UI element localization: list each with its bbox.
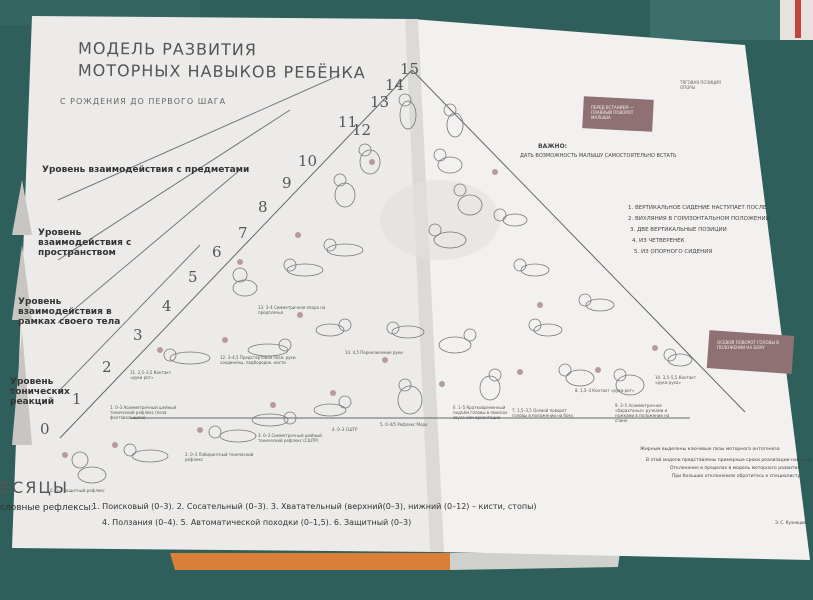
rule-3: 3. ДВЕ ВЕРТИКАЛЬНЫЕ ПОЗИЦИИ — [630, 227, 727, 233]
footer-note-3: Отклонение в пределах в модель моторного… — [670, 466, 801, 471]
caption-14: 14. 4,5 Переключение руки — [345, 350, 403, 355]
baby-illustrations — [71, 93, 693, 484]
poster-subtitle: С РОЖДЕНИЯ ДО ПЕРВОГО ШАГА — [60, 97, 227, 106]
caption-7: 7. 1,5–3,5 Осевой поворот головы в полож… — [512, 408, 574, 418]
title-line-2: МОТОРНЫХ НАВЫКОВ РЕБЁНКА — [77, 60, 366, 83]
caption-10: 10. 3,5–5,5 Контакт «рука-рука» — [655, 375, 697, 385]
right-header: ТЯГОВАЯ ПОЗИЦИЯ ОПОРЫ — [680, 80, 721, 90]
caption-6: 6. 1–5 Кратковременный подъём головы в п… — [453, 405, 508, 420]
reflexes-line-1: 1. Поисковый (0–3). 2. Сосательный (0–3)… — [92, 502, 537, 511]
reflexes-line-2: 4. Ползания (0–4). 5. Автоматической пох… — [102, 518, 412, 527]
reflexes-label: словные рефлексы: — [0, 503, 94, 513]
caption-0: 0. 0–3 Защитный рефлекс — [50, 488, 105, 493]
rule-1: 1. ВЕРТИКАЛЬНОЕ СИДЕНИЕ НАСТУПАЕТ ПОСЛЕ — [628, 205, 767, 211]
caption-2: 2. 0–3 Лабиринтный тонический рефлекс — [185, 452, 254, 462]
footer-note-4: При больших отклонениях обратитесь к спе… — [672, 474, 801, 479]
step-number-6: 6 — [212, 243, 222, 261]
author: Э. С. Кузнецова — [775, 520, 809, 525]
caption-13: 13. 3–4 Симметричная опора на предплечья — [258, 305, 326, 315]
level-tonic: Уровень тонических реакций — [10, 377, 70, 407]
right-box-1: ПЕРЕД ВСТАНИЕМ — ПЛАВНЫЙ ПОВОРОТ МАЛЫША — [591, 105, 634, 120]
title-line-1: МОДЕЛЬ РАЗВИТИЯ — [78, 38, 257, 60]
footer-note-2: В этой модели представлены примерные сро… — [646, 458, 812, 463]
caption-3: 3. 0–3 Симметричный шейный тонический ре… — [258, 433, 322, 443]
rule-5: 5. ИЗ ОПОРНОГО СИДЕНИЯ — [634, 249, 713, 255]
step-number-9: 9 — [282, 174, 292, 192]
rule-4: 4. ИЗ ЧЕТВЕРЕНЕК — [632, 238, 685, 244]
pyramid-lines — [59, 69, 746, 439]
rule-2: 2. ВИХЛЯНИЯ В ГОРИЗОНТАЛЬНОМ ПОЛОЖЕНИИ — [628, 216, 770, 222]
caption-4: 4. 0–3 СШТР — [332, 427, 358, 432]
important-label: ВАЖНО: — [538, 143, 568, 150]
right-box-2: ОСЕВОЙ ПОВОРОТ ГОЛОВЫ В ПОЛОЖЕНИИ НА БОК… — [717, 340, 779, 350]
step-number-2: 2 — [102, 358, 112, 376]
important-text: ДАТЬ ВОЗМОЖНОСТЬ МАЛЫШУ САМОСТОЯТЕЛЬНО В… — [520, 153, 677, 159]
step-number-7: 7 — [238, 224, 248, 242]
step-number-3: 3 — [133, 326, 143, 344]
step-number-12: 12 — [352, 121, 372, 139]
level-objects: Уровень взаимодействия с предметами — [42, 165, 250, 175]
level-space: Уровень взаимодействия с пространством — [38, 228, 132, 258]
poster-title: МОДЕЛЬ РАЗВИТИЯ МОТОРНЫХ НАВЫКОВ РЕБЁНКА — [78, 39, 366, 83]
months-label: ЕСЯЦЫ — [0, 478, 69, 497]
caption-12: 12. 3–4,5 Предстартовая поза: руки соеди… — [220, 355, 296, 365]
level-arrows — [12, 180, 32, 445]
step-number-5: 5 — [188, 268, 198, 286]
caption-8: 8. 1,5–3 Контакт «рука-рот» — [575, 388, 635, 393]
step-markers — [62, 159, 658, 458]
step-number-13: 13 — [370, 93, 390, 111]
step-number-11: 11 — [338, 113, 358, 131]
caption-5: 5. 0–4/5 Рефлекс Моро — [380, 422, 428, 427]
step-number-10: 10 — [298, 152, 318, 170]
level-body: Уровень взаимодействия в рамках своего т… — [18, 297, 121, 327]
caption-11: 11. 2,5–3,5 Контакт «руки рот» — [130, 370, 172, 380]
footer-note-1: Жирным выделены ключевые позы моторного … — [640, 447, 780, 452]
step-number-4: 4 — [162, 297, 172, 315]
step-number-14: 14 — [385, 76, 405, 94]
step-number-1: 1 — [72, 390, 82, 408]
caption-9: 9. 3–5 Асимметричное «барахтанье» ручкам… — [615, 403, 670, 423]
step-number-15: 15 — [400, 60, 420, 78]
step-number-8: 8 — [258, 198, 268, 216]
caption-1: 1. 0–3 Асимметричный шейный тонический р… — [110, 405, 177, 420]
step-number-0: 0 — [40, 420, 50, 438]
step-arrows — [57, 74, 341, 393]
